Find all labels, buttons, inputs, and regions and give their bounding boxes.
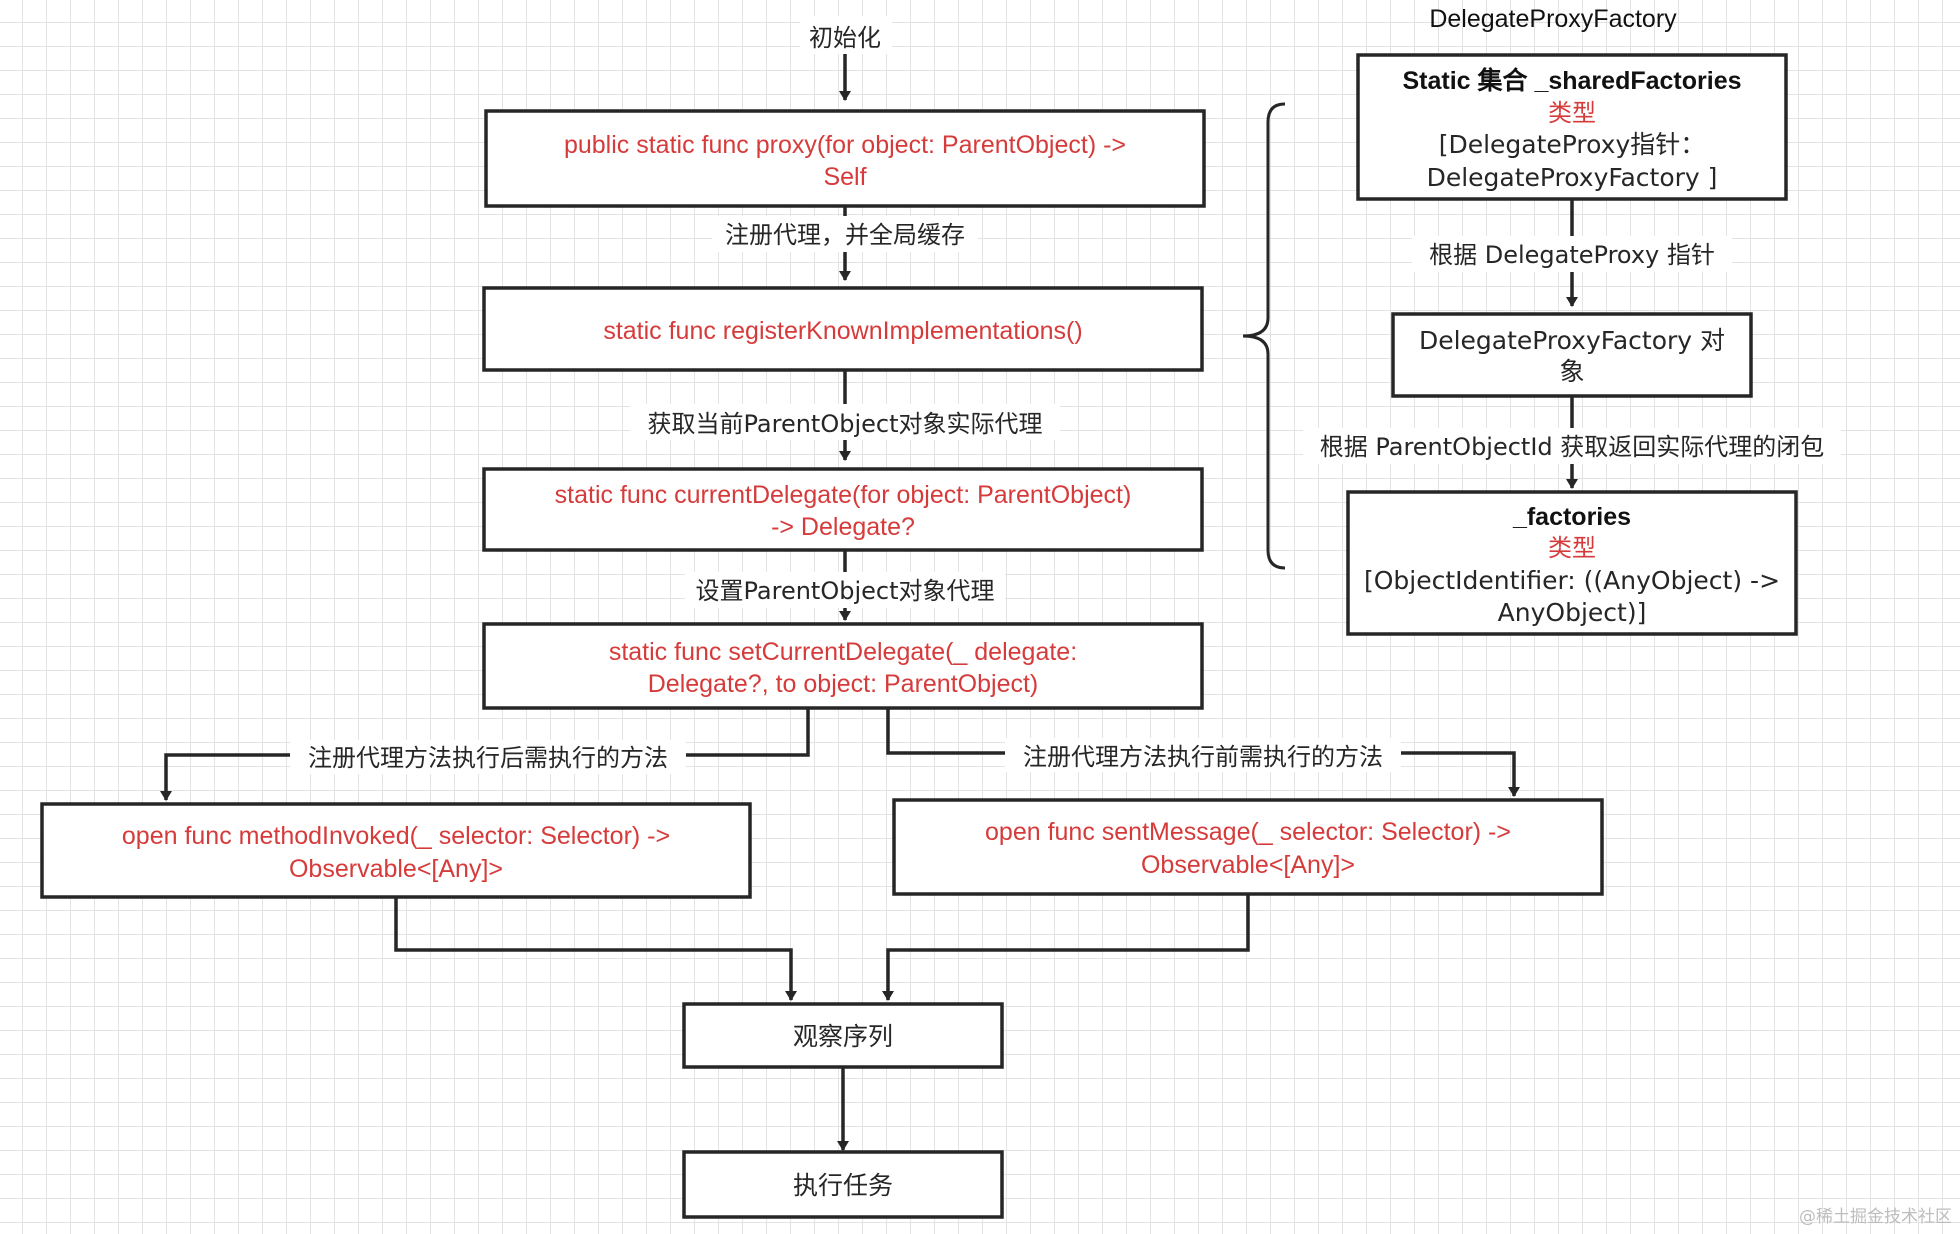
edge-label-by-pointer: 根据 DelegateProxy 指针 bbox=[1429, 241, 1715, 269]
watermark: @稀土掘金技术社区 bbox=[1799, 1207, 1952, 1227]
shared-factories-type-line2: DelegateProxyFactory ] bbox=[1427, 163, 1718, 192]
node-method-invoked: open func methodInvoked(_ selector: Sele… bbox=[40, 802, 752, 899]
shared-factories-heading: Static 集合 _sharedFactories bbox=[1402, 66, 1741, 95]
factories-type-line2: AnyObject)] bbox=[1498, 598, 1647, 627]
curly-brace bbox=[1242, 102, 1286, 570]
factories-type-line1: [ObjectIdentifier: ((AnyObject) -> bbox=[1364, 566, 1780, 595]
node-register-line1: static func registerKnownImplementations… bbox=[603, 317, 1082, 345]
edge-label-before-exec: 注册代理方法执行前需执行的方法 bbox=[1023, 743, 1383, 771]
node-factories: _factories 类型 [ObjectIdentifier: ((AnyOb… bbox=[1346, 490, 1798, 636]
edge-label-set-proxy: 设置ParentObject对象代理 bbox=[696, 577, 995, 605]
node-sent-message-line1: open func sentMessage(_ selector: Select… bbox=[985, 818, 1511, 846]
edge-label-by-id: 根据 ParentObjectId 获取返回实际代理的闭包 bbox=[1320, 433, 1825, 461]
node-set-current-delegate-line1: static func setCurrentDelegate(_ delegat… bbox=[609, 638, 1077, 666]
edge-label-get-current: 获取当前ParentObject对象实际代理 bbox=[648, 410, 1043, 438]
factory-object-line2: 象 bbox=[1559, 357, 1584, 386]
edge-sent-message-to-observable bbox=[882, 894, 1250, 1001]
edge-label-init: 初始化 bbox=[809, 24, 881, 52]
node-set-current-delegate-line2: Delegate?, to object: ParentObject) bbox=[648, 670, 1039, 698]
factories-heading: _factories bbox=[1512, 503, 1631, 531]
node-proxy: public static func proxy(for object: Par… bbox=[484, 109, 1206, 208]
node-method-invoked-line1: open func methodInvoked(_ selector: Sele… bbox=[122, 822, 670, 850]
edge-method-invoked-to-observable bbox=[394, 897, 797, 1001]
factory-object-line1: DelegateProxyFactory 对 bbox=[1419, 326, 1725, 355]
node-method-invoked-line2: Observable<[Any]> bbox=[289, 855, 503, 883]
node-observable-sequence: 观察序列 bbox=[682, 1002, 1004, 1069]
node-set-current-delegate: static func setCurrentDelegate(_ delegat… bbox=[482, 622, 1204, 710]
node-current-delegate-line2: -> Delegate? bbox=[771, 513, 915, 541]
node-sent-message: open func sentMessage(_ selector: Select… bbox=[892, 798, 1604, 896]
node-execute-task: 执行任务 bbox=[682, 1150, 1004, 1219]
node-factory-object: DelegateProxyFactory 对 象 bbox=[1391, 312, 1753, 398]
node-register: static func registerKnownImplementations… bbox=[482, 286, 1204, 372]
shared-factories-type-label: 类型 bbox=[1548, 99, 1596, 127]
node-proxy-line2: Self bbox=[823, 163, 866, 191]
node-sent-message-line2: Observable<[Any]> bbox=[1141, 851, 1355, 879]
edge-label-after-exec: 注册代理方法执行后需执行的方法 bbox=[308, 744, 668, 772]
edge-label-register-cache: 注册代理，并全局缓存 bbox=[725, 221, 965, 249]
factory-panel-title: DelegateProxyFactory bbox=[1429, 5, 1677, 33]
node-current-delegate-line1: static func currentDelegate(for object: … bbox=[555, 481, 1132, 509]
factories-type-label: 类型 bbox=[1548, 534, 1596, 562]
node-proxy-line1: public static func proxy(for object: Par… bbox=[564, 131, 1126, 159]
node-shared-factories: Static 集合 _sharedFactories 类型 [DelegateP… bbox=[1356, 53, 1788, 201]
node-current-delegate: static func currentDelegate(for object: … bbox=[482, 467, 1204, 552]
shared-factories-type-line1: [DelegateProxy指针： bbox=[1439, 130, 1706, 159]
node-execute-task-label: 执行任务 bbox=[793, 1171, 893, 1200]
node-observable-sequence-label: 观察序列 bbox=[793, 1022, 893, 1051]
